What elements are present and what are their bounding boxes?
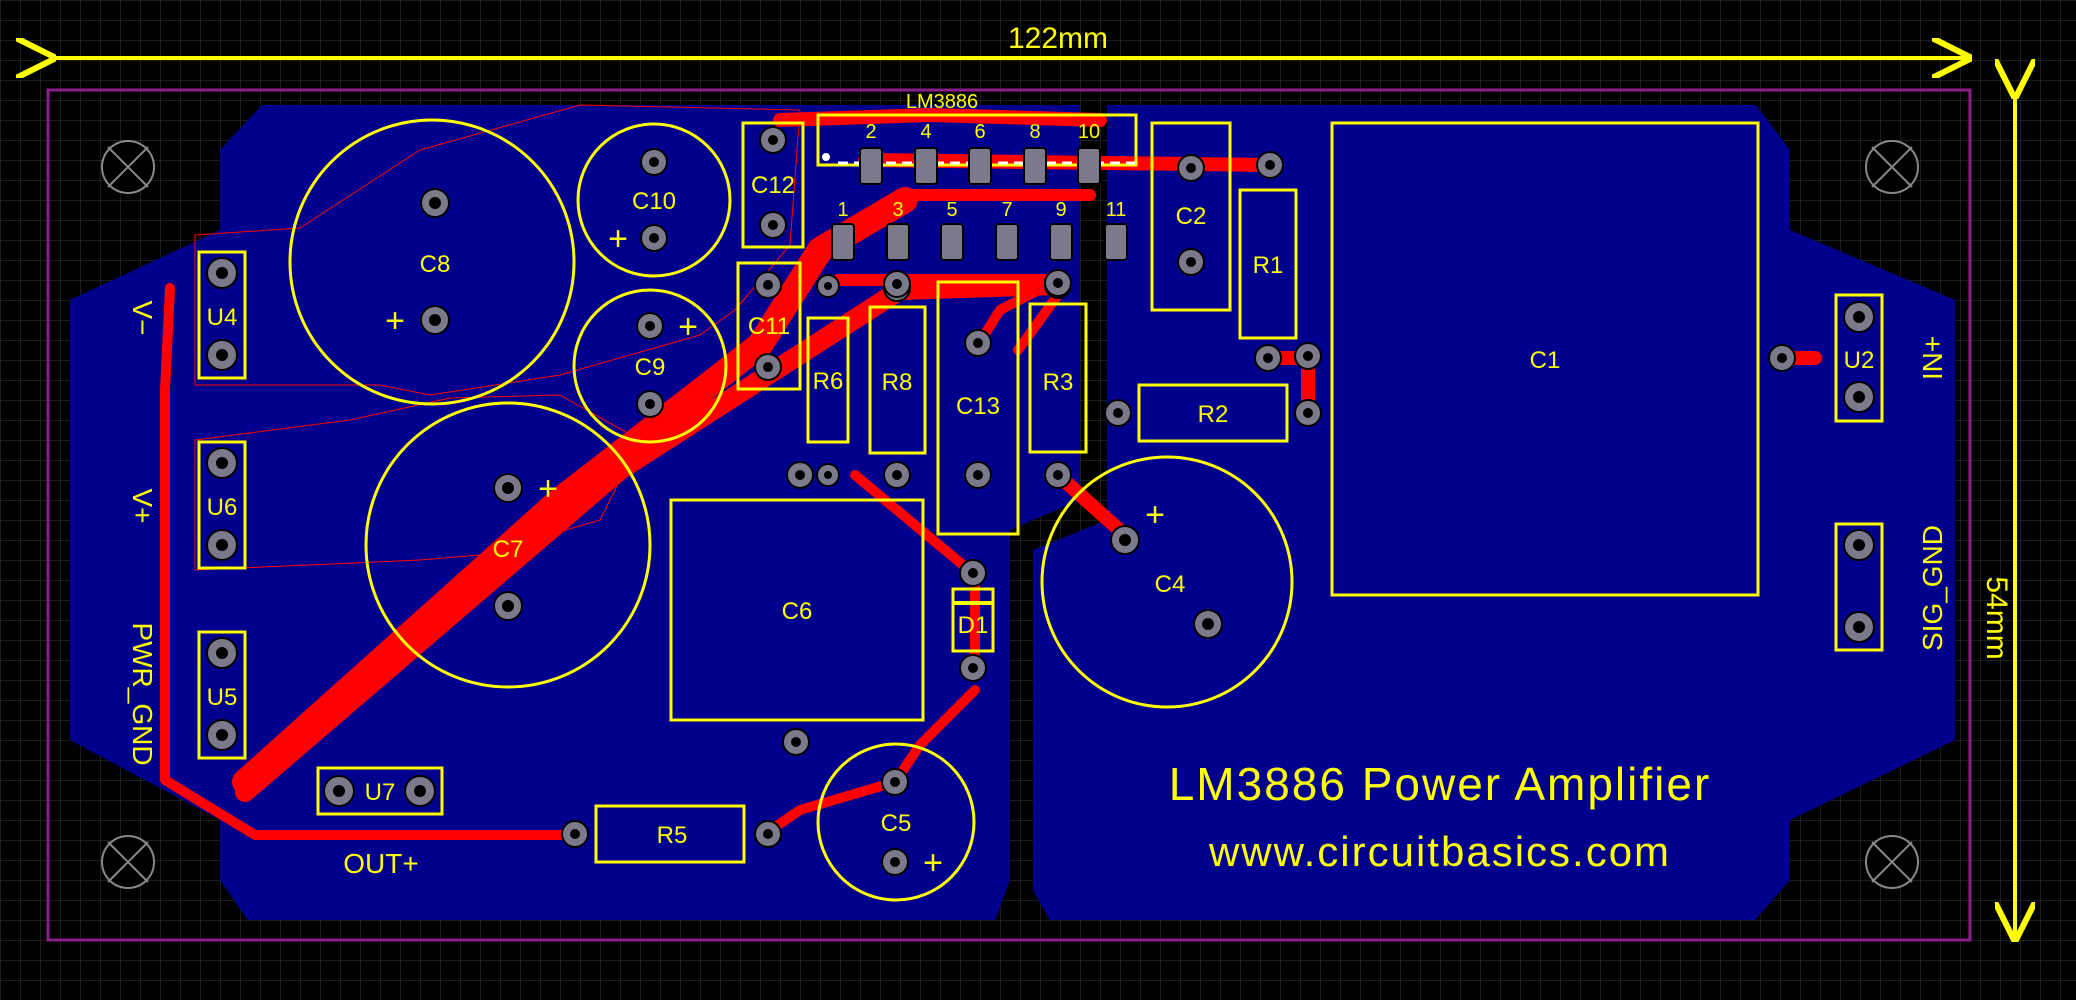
svg-text:6: 6 <box>974 121 985 143</box>
resistor-r8[interactable]: R8 <box>868 274 927 489</box>
svg-text:11: 11 <box>1106 199 1127 221</box>
capacitor-c13[interactable]: C13 <box>936 280 1020 536</box>
capacitor-c5[interactable]: C5 + <box>816 742 976 902</box>
svg-text:4: 4 <box>920 121 931 143</box>
svg-text:R8: R8 <box>882 369 913 396</box>
connector-u2[interactable]: U2 <box>1768 293 1884 423</box>
svg-text:C5: C5 <box>881 810 912 837</box>
svg-text:+: + <box>538 470 558 508</box>
capacitor-c7[interactable]: C7 + <box>364 401 652 689</box>
svg-text:8: 8 <box>1029 121 1040 143</box>
chip-name: LM3886 <box>906 91 978 113</box>
svg-text:C12: C12 <box>751 172 795 199</box>
svg-text:+: + <box>923 844 943 882</box>
capacitor-c4[interactable]: C4 + <box>1040 455 1294 709</box>
connector-sig-gnd[interactable] <box>1834 522 1884 652</box>
height-dimension: 54mm <box>1980 95 2015 938</box>
svg-text:U5: U5 <box>207 684 238 711</box>
connector-u5[interactable]: U5 <box>197 630 247 760</box>
resistor-r1[interactable]: R1 <box>1238 151 1298 372</box>
svg-text:C1: C1 <box>1530 347 1561 374</box>
mounting-hole-bottom-right <box>1865 835 1919 889</box>
capacitor-c8[interactable]: C8 + <box>288 118 576 406</box>
svg-text:R6: R6 <box>813 368 844 395</box>
diode-d1[interactable]: D1 <box>951 559 995 682</box>
pwr-gnd-label: PWR_GND <box>127 622 158 765</box>
capacitor-c2[interactable]: C2 <box>1150 121 1232 312</box>
svg-text:2: 2 <box>865 121 876 143</box>
connector-u4[interactable]: U4 <box>197 250 247 380</box>
svg-text:+: + <box>678 308 698 346</box>
svg-text:+: + <box>385 302 405 340</box>
svg-text:C11: C11 <box>748 313 790 340</box>
width-label: 122mm <box>1008 22 1108 55</box>
svg-text:C13: C13 <box>956 393 1000 420</box>
connector-u7[interactable]: U7 <box>316 766 444 816</box>
svg-text:C7: C7 <box>493 536 524 563</box>
mounting-hole-top-right <box>1865 140 1919 194</box>
svg-text:5: 5 <box>946 199 957 221</box>
resistor-r5[interactable]: R5 <box>561 804 782 864</box>
out-plus-label: OUT+ <box>343 848 418 879</box>
svg-text:U6: U6 <box>207 494 238 521</box>
svg-text:+: + <box>1145 496 1165 534</box>
svg-text:C10: C10 <box>632 188 676 215</box>
in-plus-label: IN+ <box>1917 336 1948 380</box>
lm3886-chip[interactable]: LM3886 2 4 6 8 10 1 3 5 7 9 11 <box>816 91 1138 261</box>
vplus-label: V+ <box>127 488 158 523</box>
mounting-hole-top-left <box>101 140 155 194</box>
svg-text:R2: R2 <box>1198 401 1229 428</box>
board-url: www.circuitbasics.com <box>1208 828 1671 875</box>
svg-text:U7: U7 <box>365 779 396 806</box>
svg-text:R1: R1 <box>1253 252 1284 279</box>
capacitor-c6[interactable]: C6 <box>669 498 925 756</box>
mounting-holes <box>101 140 1919 889</box>
svg-text:U4: U4 <box>207 304 238 331</box>
capacitor-c9[interactable]: C9 + <box>572 288 728 444</box>
svg-text:9: 9 <box>1055 199 1066 221</box>
svg-text:10: 10 <box>1078 121 1100 143</box>
height-label: 54mm <box>1980 576 2013 659</box>
svg-text:C6: C6 <box>782 598 813 625</box>
svg-text:D1: D1 <box>958 612 989 639</box>
capacitor-c12[interactable]: C12 <box>741 121 805 249</box>
connector-u6[interactable]: U6 <box>197 440 247 570</box>
svg-text:C4: C4 <box>1155 571 1186 598</box>
svg-text:C9: C9 <box>635 354 666 381</box>
svg-text:+: + <box>608 220 628 258</box>
capacitor-c1[interactable]: C1 <box>1330 121 1760 597</box>
width-dimension: 122mm <box>52 22 1968 58</box>
copper-pour-negative-rail <box>194 104 801 396</box>
mounting-hole-bottom-left <box>101 835 155 889</box>
board-outline <box>46 88 1972 942</box>
chip-bottom-pins: 1 3 5 7 9 11 <box>831 199 1128 261</box>
capacitor-c11[interactable]: C11 <box>736 261 802 391</box>
resistor-r6[interactable]: R6 <box>806 316 850 487</box>
chip-top-pins: 2 4 6 8 10 <box>859 121 1101 185</box>
capacitor-c10[interactable]: C10 + <box>576 122 732 278</box>
svg-text:1: 1 <box>837 199 848 221</box>
svg-text:R3: R3 <box>1043 369 1074 396</box>
svg-text:R5: R5 <box>657 822 688 849</box>
svg-text:3: 3 <box>892 199 903 221</box>
svg-text:7: 7 <box>1001 199 1012 221</box>
sig-gnd-label: SIG_GND <box>1917 525 1948 651</box>
vminus-label: V− <box>127 300 158 335</box>
vias <box>786 269 1322 489</box>
ground-pour-right <box>1033 105 1955 920</box>
svg-text:C2: C2 <box>1176 203 1207 230</box>
svg-text:C8: C8 <box>420 251 451 278</box>
resistor-r2[interactable]: R2 <box>1104 383 1322 443</box>
board-title: LM3886 Power Amplifier <box>1169 758 1712 810</box>
svg-text:U2: U2 <box>1844 347 1875 374</box>
